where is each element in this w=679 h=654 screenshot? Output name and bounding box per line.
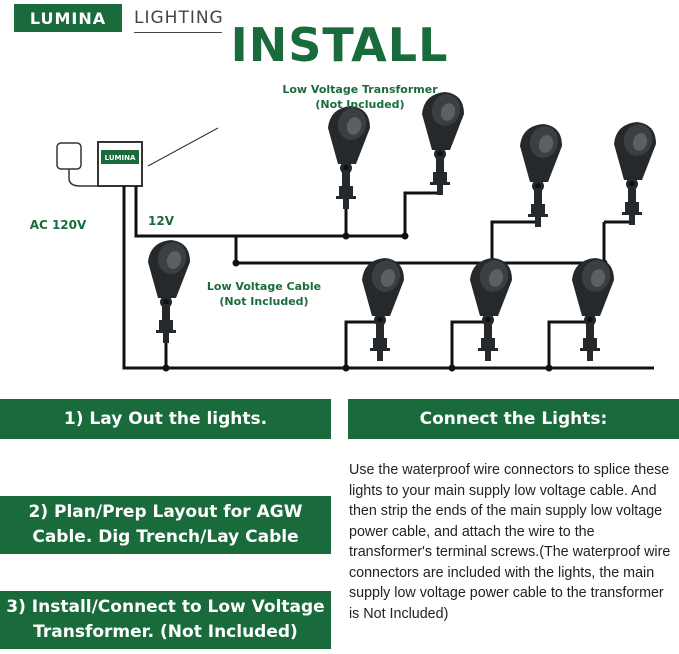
cable-label: Low Voltage Cable (Not Included) xyxy=(202,279,326,309)
step-2-line1: 2) Plan/Prep Layout for AGW xyxy=(28,502,303,522)
spotlight-fixture xyxy=(470,256,512,361)
connect-instructions: Use the waterproof wire connectors to sp… xyxy=(349,462,671,622)
connect-heading-bar: Connect the Lights: xyxy=(348,399,679,439)
transformer-pointer xyxy=(147,127,219,167)
wiring-diagram: LUMINA xyxy=(56,90,656,372)
cable-label-text: Low Voltage Cable xyxy=(206,280,322,293)
connect-heading: Connect the Lights: xyxy=(419,408,608,429)
spotlight-fixture xyxy=(614,120,656,225)
transformer-brand: LUMINA xyxy=(105,154,136,162)
spotlight-fixture xyxy=(572,256,614,361)
wall-outlet xyxy=(56,142,82,170)
transformer-label: Low Voltage Transformer (Not Included) xyxy=(280,82,440,112)
page-title: INSTALL xyxy=(230,18,449,72)
step-2-bar: 2) Plan/Prep Layout for AGW Cable. Dig T… xyxy=(0,496,331,554)
transformer-label-note: (Not Included) xyxy=(315,98,405,111)
step-2-line2: Cable. Dig Trench/Lay Cable xyxy=(32,527,299,547)
brand-name: LUMINA xyxy=(29,8,107,28)
step-1-bar: 1) Lay Out the lights. xyxy=(0,399,331,439)
step-3-bar: 3) Install/Connect to Low Voltage Transf… xyxy=(0,591,331,649)
dc-voltage-label: 12V xyxy=(148,214,174,228)
brand-suffix: LIGHTING xyxy=(134,4,223,33)
step-3-line2: Transformer. (Not Included) xyxy=(33,622,298,642)
spotlight-fixture xyxy=(362,256,404,361)
cable-label-note: (Not Included) xyxy=(219,295,309,308)
spotlight-fixture xyxy=(148,238,190,343)
spotlight-fixture xyxy=(520,122,562,227)
brand-logo: LUMINA xyxy=(14,4,122,32)
spotlight-fixture xyxy=(328,104,370,209)
step-3-line1: 3) Install/Connect to Low Voltage xyxy=(6,597,325,617)
ac-voltage-label: AC 120V xyxy=(29,218,87,232)
power-cord xyxy=(68,177,100,187)
transformer-label-text: Low Voltage Transformer xyxy=(282,83,438,96)
step-1-label: 1) Lay Out the lights. xyxy=(63,408,268,429)
